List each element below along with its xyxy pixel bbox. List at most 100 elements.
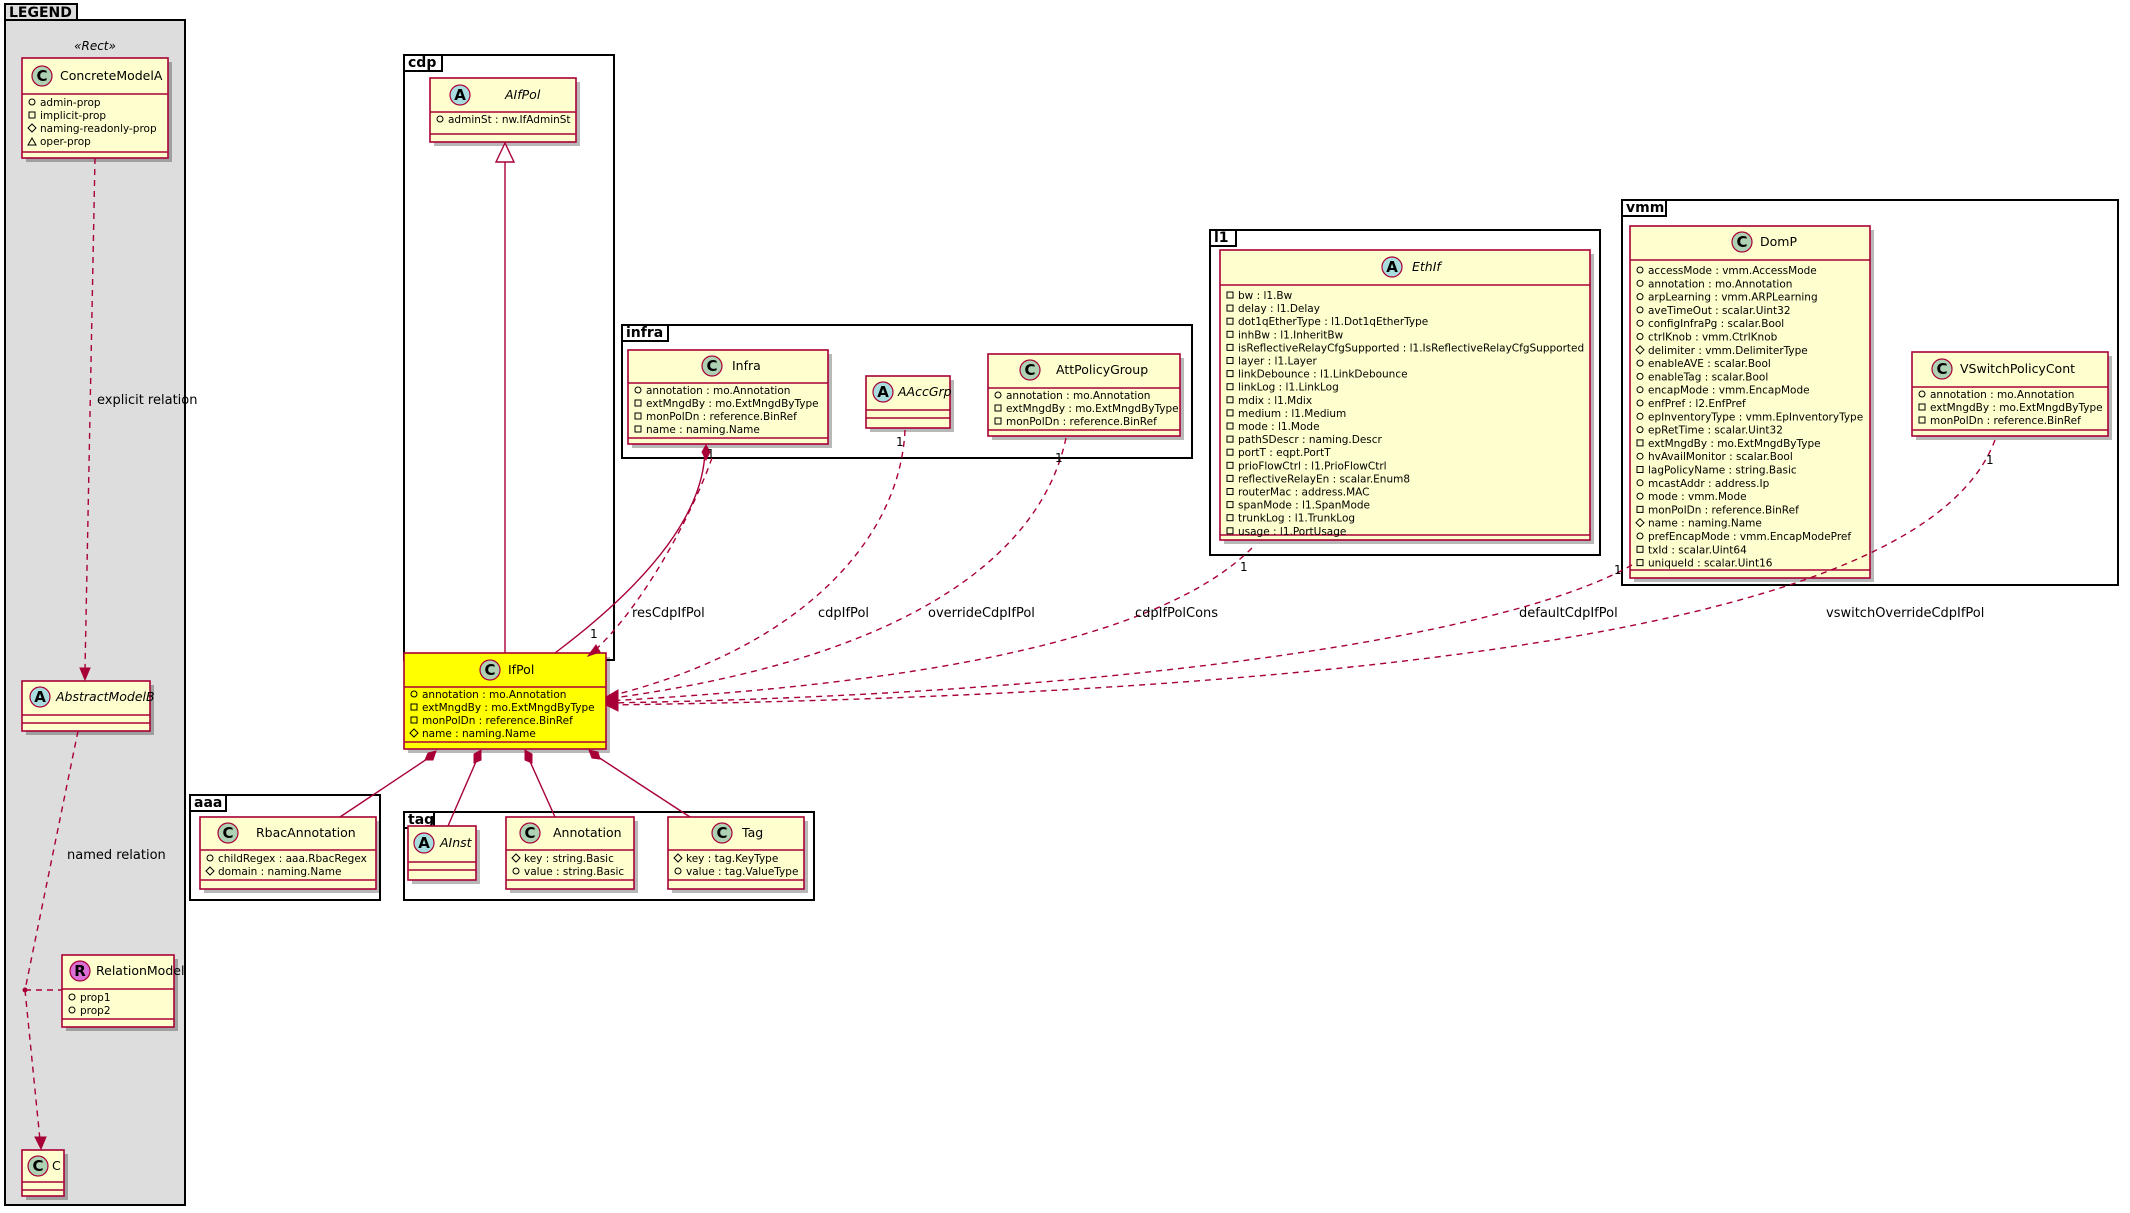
private-icon <box>1226 448 1234 456</box>
class-attr: ctrlKnob : vmm.CtrlKnob <box>1648 332 1778 344</box>
named-relation-label: named relation <box>67 848 166 863</box>
class-attr: mode : l1.Mode <box>1238 421 1320 433</box>
svg-text:C: C <box>706 357 717 375</box>
class-c-icon <box>479 659 501 681</box>
package-tag: tag <box>403 811 815 901</box>
class-attr: key : string.Basic <box>524 853 614 865</box>
class-rbacannotation: C RbacAnnotation childRegex : aaa.RbacRe… <box>199 816 380 893</box>
private-icon <box>1226 422 1234 430</box>
public-icon <box>436 115 444 123</box>
legend-attr: oper-prop <box>40 136 91 148</box>
private-icon <box>1918 403 1926 411</box>
explicit-relation-label: explicit relation <box>97 393 197 408</box>
legend-attr: prop1 <box>80 992 111 1004</box>
class-attr: prefEncapMode : vmm.EncapModePref <box>1648 531 1851 543</box>
package-legend-label: LEGEND <box>9 5 72 21</box>
class-attr: configInfraPg : scalar.Bool <box>1648 318 1784 330</box>
composition-ifpol-annotation <box>524 749 556 818</box>
legend-relation-class: R RelationModel prop1 prop2 <box>61 954 184 1031</box>
private-icon <box>1226 527 1234 535</box>
abstract-a-icon <box>449 84 471 106</box>
public-icon <box>512 867 520 875</box>
vswitchoverridecdpifpol-label: vswitchOverrideCdpIfPol <box>1826 606 1984 621</box>
svg-text:C: C <box>1936 360 1947 378</box>
svg-text:C: C <box>484 661 495 679</box>
rbac-name: RbacAnnotation <box>256 825 356 840</box>
aifpol-name: AIfPol <box>504 87 541 102</box>
legend-stereotype: «Rect» <box>74 39 116 53</box>
class-attr: encapMode : vmm.EncapMode <box>1648 385 1810 397</box>
class-annotation: C Annotation key : string.Basic value : … <box>505 816 638 893</box>
legend-concrete-class: «Rect» C ConcreteModelA admin-prop impli… <box>21 39 172 162</box>
private-icon <box>410 716 418 724</box>
rescdpifpol-label: resCdpIfPol <box>632 606 705 621</box>
class-attr: adminSt : nw.IfAdminSt <box>448 114 571 126</box>
legend-abstract-class: A AbstractModelB <box>21 680 155 735</box>
svg-text:C: C <box>524 824 535 842</box>
private-icon <box>1226 461 1234 469</box>
public-icon <box>1636 452 1644 460</box>
class-attr: annotation : mo.Annotation <box>646 385 790 397</box>
private-icon <box>1226 304 1234 312</box>
package-l1-label: l1 <box>1214 230 1229 246</box>
svg-text:A: A <box>877 383 889 401</box>
svg-text:C: C <box>1024 361 1035 379</box>
ifpol-name: IfPol <box>508 662 534 677</box>
multiplicity: 1 <box>590 627 598 641</box>
svg-text:R: R <box>74 962 86 980</box>
public-icon <box>1636 266 1644 274</box>
multiplicity: 1 <box>1986 453 1994 467</box>
class-vswitchpolicycont: C VSwitchPolicyCont annotation : mo.Anno… <box>1911 351 2112 440</box>
private-icon <box>634 399 642 407</box>
class-attr: trunkLog : l1.TrunkLog <box>1238 513 1355 525</box>
private-icon <box>1636 466 1644 473</box>
public-icon <box>1636 333 1644 340</box>
legend-abstract-name: AbstractModelB <box>55 689 155 704</box>
protected-icon <box>1635 345 1645 355</box>
multiplicity: 1 <box>1240 560 1248 574</box>
package-aaa: aaa <box>189 794 381 901</box>
class-attr: mcastAddr : address.Ip <box>1648 478 1770 490</box>
legend-attr: implicit-prop <box>40 110 106 122</box>
class-attr: epRetTime : scalar.Uint32 <box>1648 425 1783 437</box>
private-icon <box>1226 343 1234 351</box>
composition-ifpol-ainst <box>447 749 482 827</box>
generalization-ifpol-aifpol <box>494 141 516 653</box>
private-icon <box>1226 501 1234 509</box>
legend-explicit-relation: explicit relation <box>79 157 197 682</box>
public-icon <box>1636 319 1644 327</box>
public-icon <box>1636 293 1644 301</box>
public-icon <box>1636 532 1644 540</box>
class-attr: delimiter : vmm.DelimiterType <box>1648 345 1808 357</box>
svg-text:C: C <box>716 824 727 842</box>
class-c-icon <box>519 822 541 844</box>
legend-attr: admin-prop <box>40 97 101 109</box>
composition-ifpol-rbac <box>339 750 437 818</box>
legend-concrete-name: ConcreteModelA <box>60 68 163 83</box>
class-c-icon <box>711 822 733 844</box>
public-icon <box>410 690 418 698</box>
public-icon <box>674 867 682 875</box>
class-attr: annotation : mo.Annotation <box>1930 389 2074 401</box>
class-attr: delay : l1.Delay <box>1238 303 1320 315</box>
legend-c-name: C <box>52 1158 61 1173</box>
class-attr: value : tag.ValueType <box>686 866 798 878</box>
private-icon <box>1226 357 1234 364</box>
domp-name: DomP <box>1760 234 1797 249</box>
class-c-icon <box>31 65 53 87</box>
class-c-icon <box>1931 358 1953 380</box>
cdpifpolcons-label: cdpIfPolCons <box>1135 606 1218 621</box>
legend-named-relation: named relation <box>22 730 166 1151</box>
class-attr: extMngdBy : mo.ExtMngdByType <box>646 398 819 410</box>
public-icon <box>1918 390 1926 398</box>
package-infra-label: infra <box>626 325 663 341</box>
class-attr: mdix : l1.Mdix <box>1238 395 1312 407</box>
class-attr: enableTag : scalar.Bool <box>1648 371 1768 383</box>
class-tag: C Tag key : tag.KeyType value : tag.Valu… <box>667 816 808 893</box>
class-c-icon <box>1731 231 1753 253</box>
class-attr: enfPref : l2.EnfPref <box>1648 398 1746 410</box>
class-ifpol: C IfPol annotation : mo.Annotation extMn… <box>403 652 610 753</box>
public-icon <box>1636 386 1644 394</box>
class-attr: aveTimeOut : scalar.Uint32 <box>1648 305 1791 317</box>
